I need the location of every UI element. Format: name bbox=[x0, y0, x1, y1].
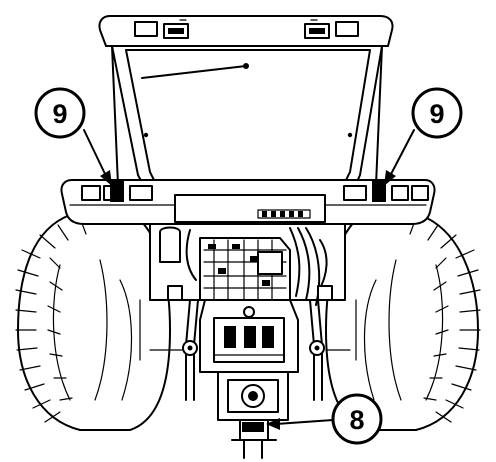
right-light-callout: 9 bbox=[411, 87, 463, 139]
reservoir bbox=[159, 226, 181, 263]
callout-leaders bbox=[83, 129, 415, 430]
callout-label-9-left: 9 bbox=[52, 99, 67, 129]
left-rear-tire bbox=[15, 214, 171, 431]
left-light-callout: 9 bbox=[34, 87, 86, 139]
fender-light-bar bbox=[60, 179, 436, 225]
lower-link-arms bbox=[149, 299, 351, 401]
left-rear-light-icon bbox=[110, 180, 124, 202]
callout-label-9-right: 9 bbox=[429, 99, 444, 129]
center-housing bbox=[199, 299, 299, 373]
drawbar-hitch bbox=[217, 371, 289, 459]
right-rear-tire bbox=[325, 214, 481, 431]
callout-label-8: 8 bbox=[349, 405, 364, 435]
hitch-socket-icon bbox=[242, 422, 264, 432]
right-rear-light-icon bbox=[372, 180, 386, 202]
rear-chassis bbox=[139, 223, 357, 361]
wiper-arm bbox=[141, 65, 247, 79]
cab-roof bbox=[98, 15, 394, 47]
hitch-socket-callout: 8 bbox=[331, 393, 383, 445]
